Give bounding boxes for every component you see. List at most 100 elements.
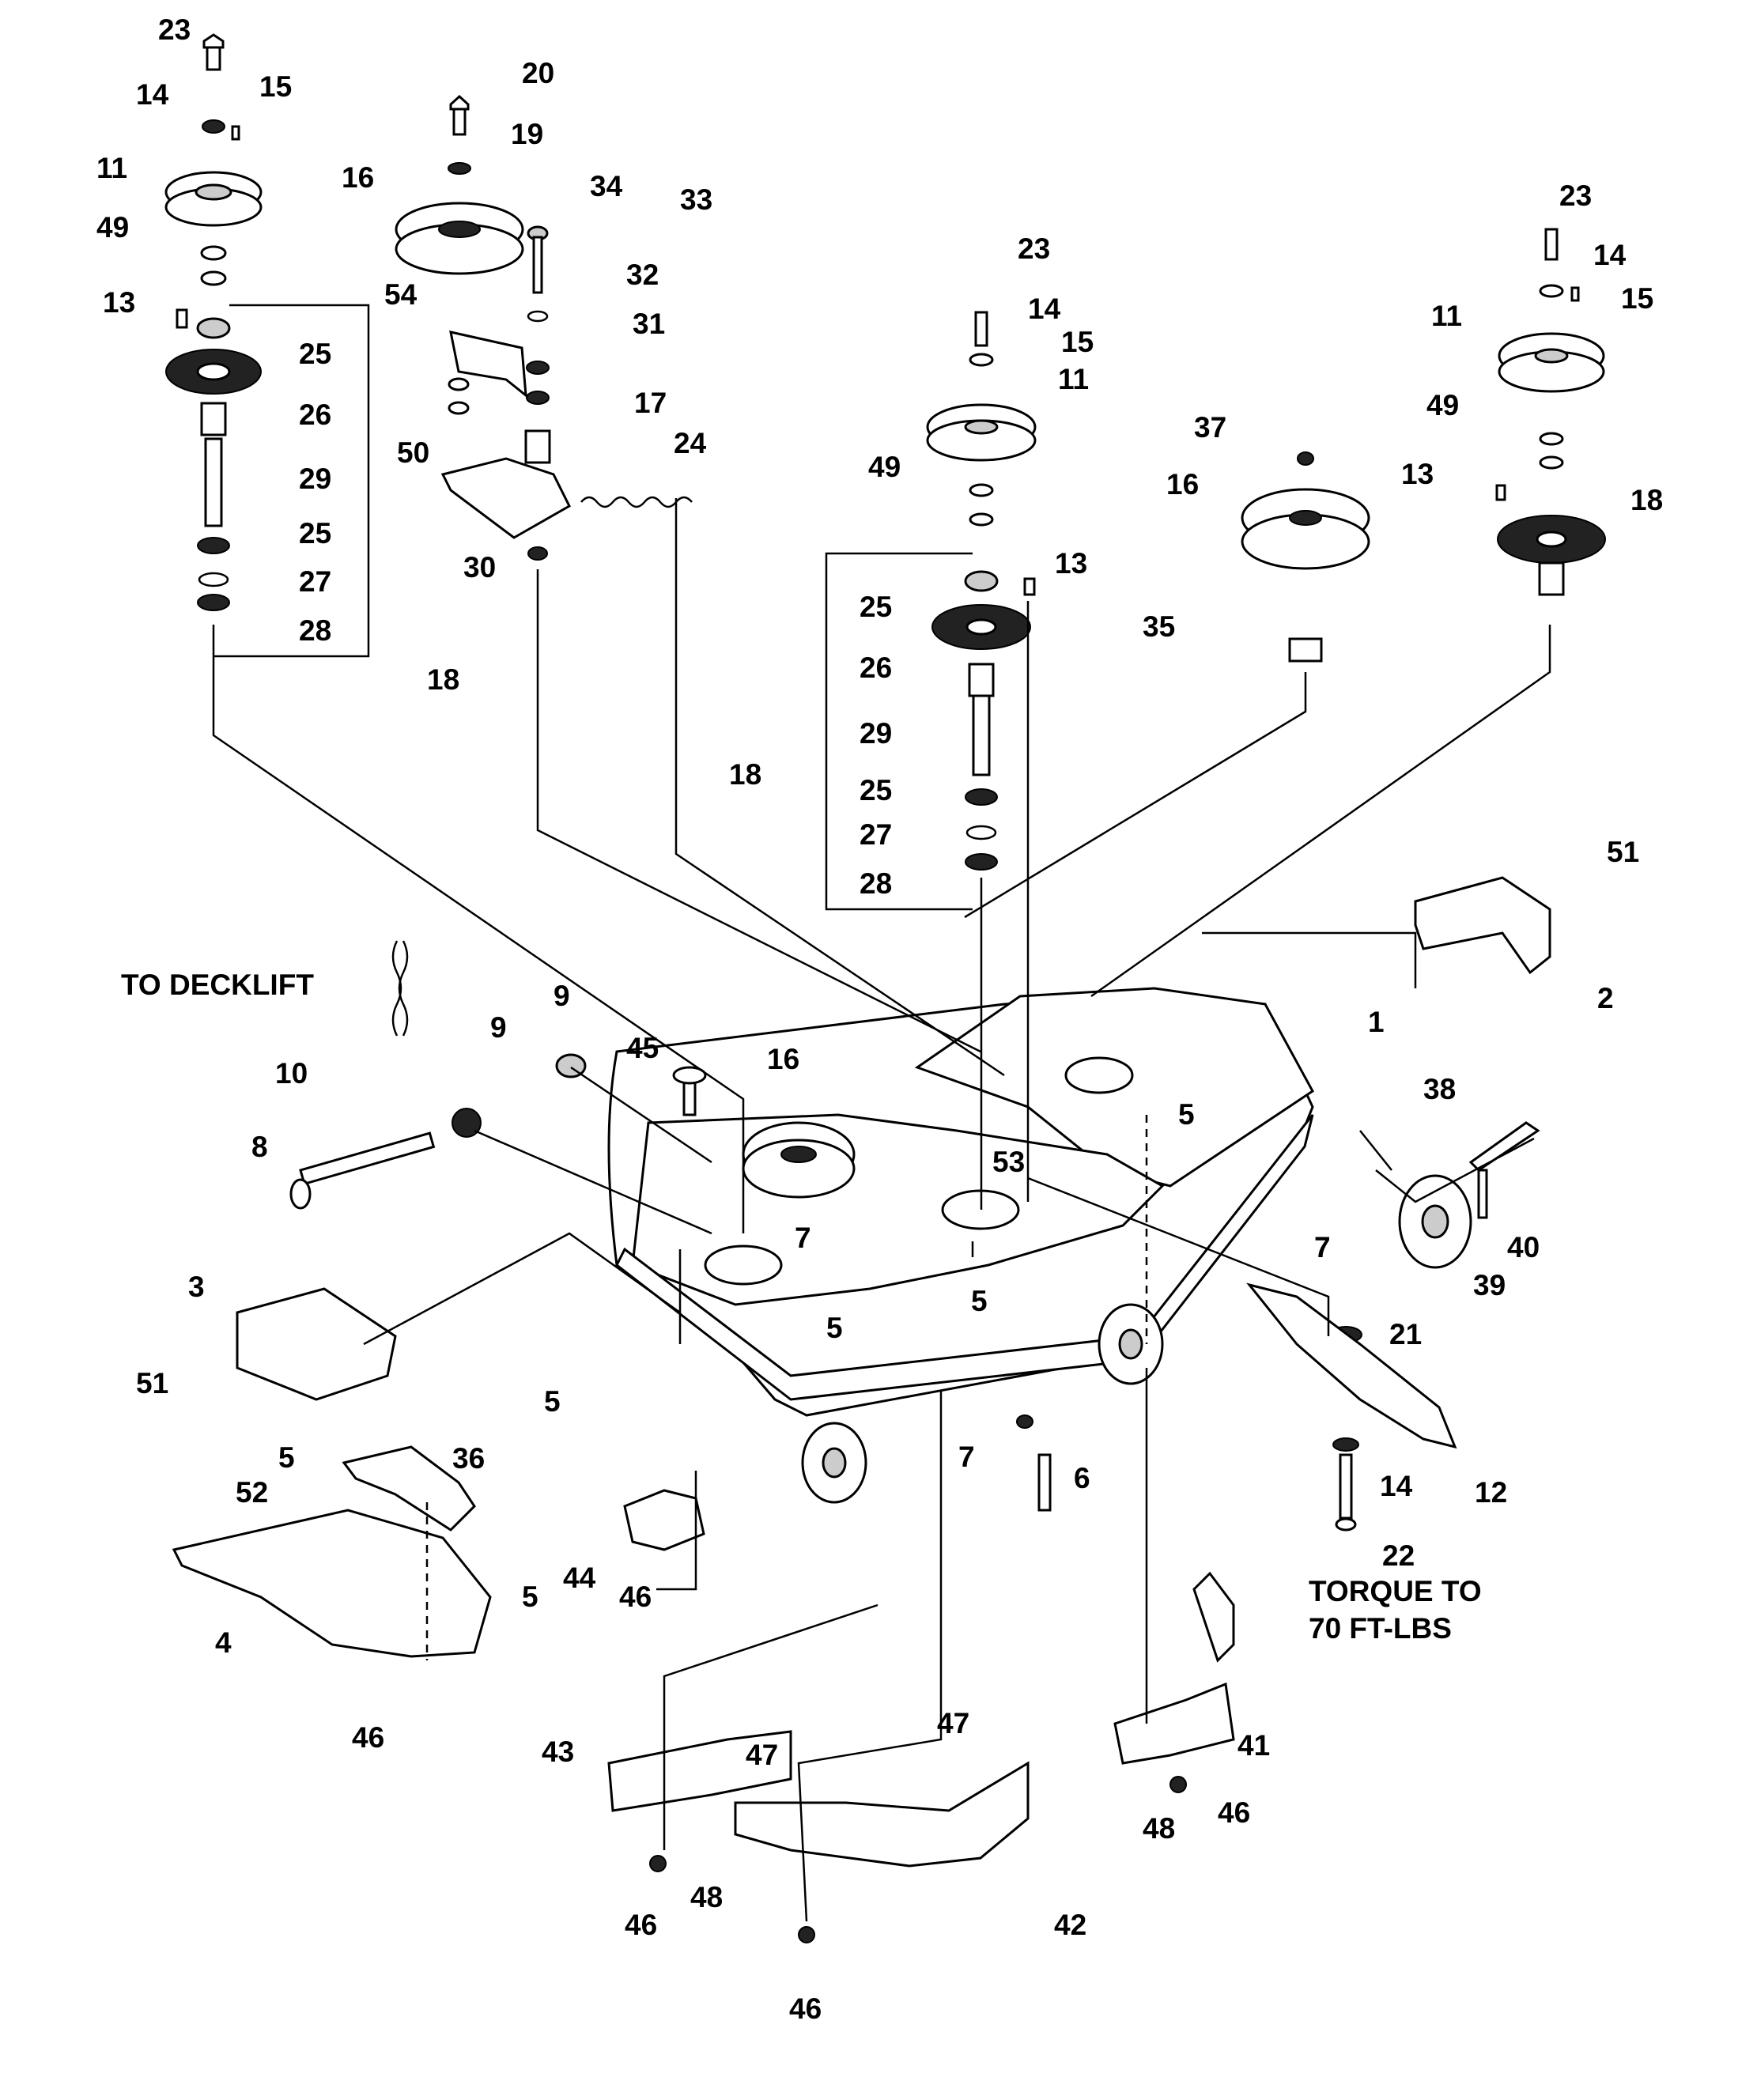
to-decklift-note: TO DECKLIFT <box>121 969 314 1001</box>
callout-16: 16 <box>1166 468 1199 500</box>
callout-47: 47 <box>746 1739 778 1771</box>
center-spindle-assembly <box>926 311 1037 871</box>
callout-5: 5 <box>278 1441 295 1474</box>
callout-22: 22 <box>1382 1539 1415 1572</box>
callout-51: 51 <box>136 1367 168 1399</box>
callout-29: 29 <box>860 717 892 750</box>
callout-7: 7 <box>1314 1231 1331 1263</box>
torque-note-line2: 70 FT-LBS <box>1309 1612 1452 1645</box>
callout-26: 26 <box>299 398 331 431</box>
callout-43: 43 <box>542 1736 574 1768</box>
callout-9: 9 <box>554 980 570 1012</box>
callout-18: 18 <box>427 663 459 696</box>
callout-48: 48 <box>1143 1812 1175 1845</box>
callout-25: 25 <box>299 517 331 550</box>
callout-23: 23 <box>1018 232 1050 265</box>
callout-33: 33 <box>680 183 712 216</box>
callout-11: 11 <box>1058 363 1089 395</box>
callout-49: 49 <box>96 211 129 244</box>
callout-21: 21 <box>1389 1318 1422 1350</box>
callout-27: 27 <box>299 565 331 598</box>
callout-8: 8 <box>251 1131 268 1163</box>
callout-15: 15 <box>259 70 292 103</box>
callout-45: 45 <box>626 1032 659 1064</box>
callout-11: 11 <box>1431 300 1462 332</box>
callout-13: 13 <box>1401 458 1434 490</box>
callout-23: 23 <box>158 13 191 46</box>
right-spindle-assembly <box>1495 228 1606 596</box>
callout-18: 18 <box>1630 484 1663 516</box>
callout-2: 2 <box>1597 982 1614 1014</box>
callout-44: 44 <box>563 1562 596 1594</box>
callout-52: 52 <box>236 1476 268 1509</box>
callout-27: 27 <box>860 818 892 851</box>
callout-37: 37 <box>1194 411 1226 444</box>
callout-48: 48 <box>690 1881 723 1913</box>
callout-46: 46 <box>625 1909 657 1941</box>
callout-15: 15 <box>1061 326 1094 358</box>
callout-14: 14 <box>1593 239 1627 271</box>
callout-labels: 23 14 15 11 49 13 25 26 29 25 27 28 18 2… <box>96 13 1663 2025</box>
callout-3: 3 <box>188 1271 205 1303</box>
callout-32: 32 <box>626 259 659 291</box>
callout-14: 14 <box>1028 293 1061 325</box>
callout-39: 39 <box>1473 1269 1506 1301</box>
callout-26: 26 <box>860 652 892 684</box>
callout-31: 31 <box>633 308 665 340</box>
callout-34: 34 <box>590 170 623 202</box>
callout-7: 7 <box>795 1222 811 1254</box>
callout-1: 1 <box>1368 1006 1385 1038</box>
callout-5: 5 <box>522 1581 538 1613</box>
belt-covers <box>172 876 1551 1658</box>
leader-lines <box>212 304 1551 1922</box>
callout-7: 7 <box>958 1441 975 1473</box>
callout-16: 16 <box>767 1043 799 1075</box>
callout-42: 42 <box>1054 1909 1086 1941</box>
left-spindle-assembly <box>164 33 263 611</box>
callout-46: 46 <box>352 1721 384 1754</box>
callout-47: 47 <box>937 1707 969 1739</box>
callout-11: 11 <box>96 152 127 184</box>
callout-25: 25 <box>299 338 331 370</box>
callout-5: 5 <box>971 1285 988 1317</box>
callout-53: 53 <box>992 1146 1025 1178</box>
callout-5: 5 <box>1178 1098 1195 1131</box>
callout-50: 50 <box>397 436 429 469</box>
callout-15: 15 <box>1621 282 1653 315</box>
callout-49: 49 <box>868 451 901 483</box>
callout-14: 14 <box>136 78 169 111</box>
idler-assembly <box>395 94 693 561</box>
right-idler-pulley <box>1241 451 1370 663</box>
callout-24: 24 <box>674 427 707 459</box>
callout-30: 30 <box>463 551 496 584</box>
callout-17: 17 <box>634 387 667 419</box>
callout-5: 5 <box>826 1312 843 1344</box>
callout-10: 10 <box>275 1057 308 1090</box>
callout-25: 25 <box>860 591 892 623</box>
callout-36: 36 <box>452 1442 485 1475</box>
callout-6: 6 <box>1074 1462 1090 1494</box>
callout-46: 46 <box>619 1581 652 1613</box>
callout-41: 41 <box>1237 1729 1270 1762</box>
parts-drawing <box>164 33 1606 1943</box>
callout-40: 40 <box>1507 1231 1540 1263</box>
deck-wheels <box>801 1121 1540 1504</box>
callout-9: 9 <box>490 1011 507 1044</box>
callout-4: 4 <box>215 1626 232 1659</box>
callout-28: 28 <box>860 867 892 900</box>
callout-38: 38 <box>1423 1073 1456 1105</box>
callout-18: 18 <box>729 758 761 791</box>
callout-49: 49 <box>1426 389 1459 421</box>
callout-20: 20 <box>522 57 554 89</box>
callout-5: 5 <box>544 1385 561 1418</box>
callout-14: 14 <box>1380 1470 1413 1502</box>
callout-51: 51 <box>1607 836 1639 868</box>
blade-assembly <box>1016 1282 1457 1532</box>
callout-19: 19 <box>511 118 543 150</box>
baffle-parts <box>342 1445 1235 1943</box>
callout-28: 28 <box>299 614 331 647</box>
callout-46: 46 <box>789 1992 822 2025</box>
callout-25: 25 <box>860 774 892 806</box>
callout-54: 54 <box>384 278 418 311</box>
